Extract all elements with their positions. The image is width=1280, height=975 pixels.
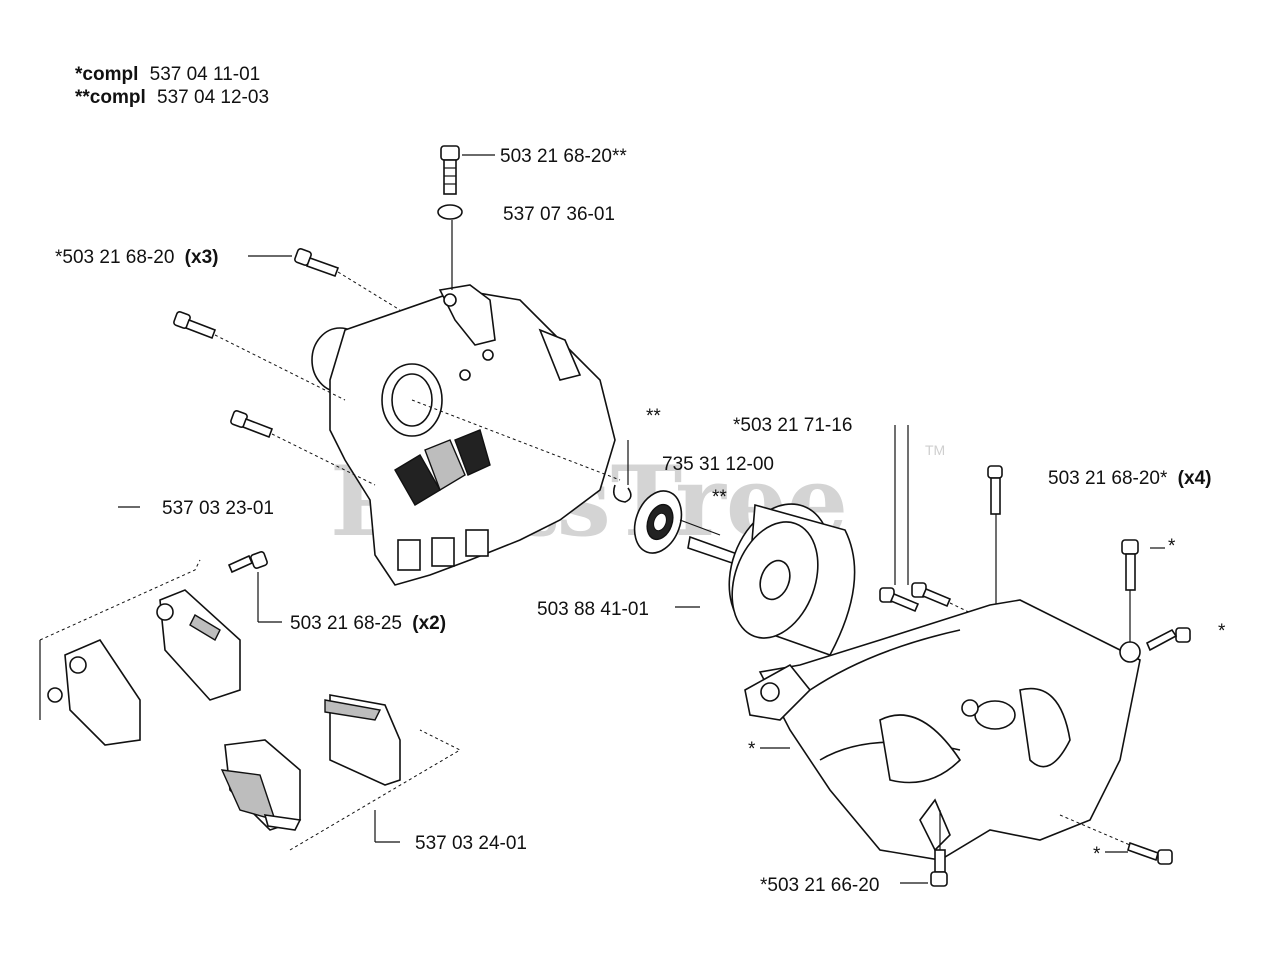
screw-1-dashline	[337, 271, 401, 311]
compl-line-2: **compl 537 04 12-03	[75, 87, 269, 108]
screw-x2-qty: (x2)	[412, 613, 446, 634]
screw-71-16-dashline	[949, 602, 976, 616]
group-outline-top	[39, 559, 201, 641]
label-537-03-24: 537 03 24-01	[415, 833, 527, 854]
screw-icon-71-16-a	[879, 587, 920, 613]
screw-3-dashline	[271, 433, 376, 486]
label-circlip: 735 31 12-00	[662, 454, 774, 475]
compl-number-1: 537 04 11-01	[150, 64, 261, 85]
marker-star-bottom: *	[1093, 844, 1101, 865]
watermark-trademark: TM	[925, 442, 945, 458]
screw-x4-number: 503 21 68-20*	[1048, 468, 1168, 489]
circlip-icon	[612, 484, 632, 503]
compl-prefix-2: **compl	[75, 87, 146, 108]
screw-icon-bottom-right	[1127, 841, 1173, 865]
marker-star-right2: *	[1218, 621, 1226, 642]
ring-icon	[437, 204, 463, 220]
screw-icon-right-1	[1121, 539, 1139, 591]
label-drum: 503 88 41-01	[537, 599, 649, 620]
bearing-icon	[633, 490, 683, 554]
label-screw-71-16: *503 21 71-16	[733, 415, 852, 436]
screw-icon-2	[173, 311, 217, 340]
label-screw-top: 503 21 68-20**	[500, 146, 627, 167]
screw-icon-66-20	[930, 849, 948, 887]
bottom-screw-dashline	[1059, 814, 1131, 846]
label-537-03-23: 537 03 23-01	[162, 498, 274, 519]
top-screw-icon	[440, 145, 460, 195]
screw-x3-qty: (x3)	[185, 247, 219, 268]
clutch-shoe-group	[220, 694, 462, 851]
axis-line-mid	[679, 519, 721, 536]
axis-line-left	[411, 399, 621, 481]
engine-housing-part	[744, 599, 1141, 861]
screw-2-dashline	[214, 334, 346, 401]
label-screw-x2: 503 21 68-25 (x2)	[290, 613, 446, 634]
vertical-screw-icon	[987, 465, 1003, 515]
clutch-drum-icon	[687, 503, 856, 656]
screw-icon-3	[230, 410, 274, 439]
screw-icon-x2	[227, 551, 268, 574]
label-screw-x3: *503 21 68-20 (x3)	[55, 247, 218, 268]
label-screw-x4: 503 21 68-20* (x4)	[1048, 468, 1211, 489]
screw-x4-qty: (x4)	[1178, 468, 1212, 489]
marker-dstar-2: **	[712, 487, 727, 508]
screw-x2-number: 503 21 68-25	[290, 613, 402, 634]
compl-number-2: 537 04 12-03	[157, 87, 269, 108]
compl-line-1: *compl 537 04 11-01	[75, 64, 260, 85]
marker-star-right1: *	[1168, 536, 1176, 557]
screw-x3-number: *503 21 68-20	[55, 247, 174, 268]
label-screw-66-20: *503 21 66-20	[760, 875, 879, 896]
bracket-group	[39, 559, 241, 746]
screw-icon-right-2	[1145, 627, 1191, 652]
screw-icon-71-16-b	[911, 582, 952, 608]
marker-dstar-1: **	[646, 406, 661, 427]
marker-star-housing: *	[748, 739, 756, 760]
clutch-housing-part	[311, 284, 616, 586]
screw-icon-1	[294, 248, 340, 278]
label-ring-top: 537 07 36-01	[503, 204, 615, 225]
compl-prefix-1: *compl	[75, 64, 138, 85]
